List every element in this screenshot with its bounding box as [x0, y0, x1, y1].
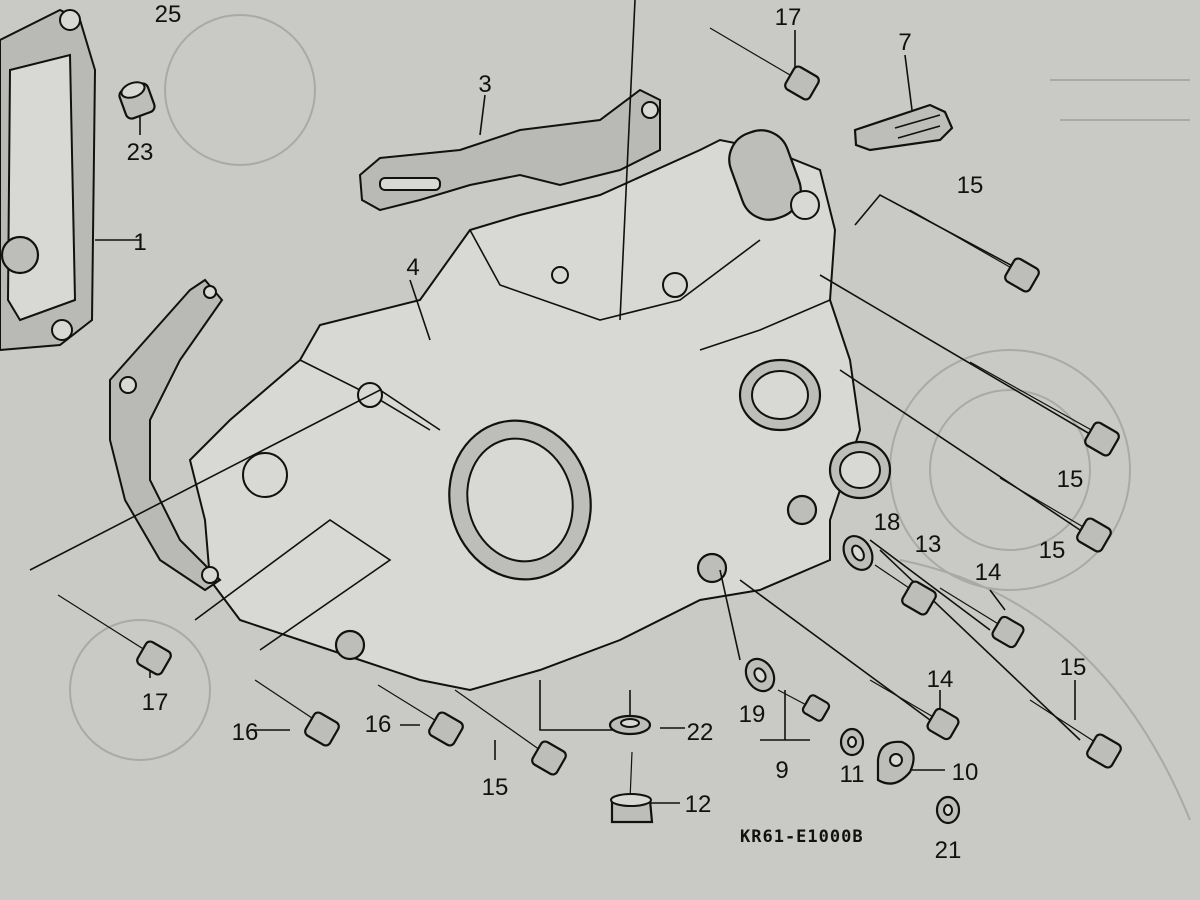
- label-4: 4: [406, 254, 419, 281]
- label-7: 7: [898, 29, 911, 56]
- bolt-13: [874, 564, 937, 616]
- bolt-17-bottom: [57, 594, 172, 676]
- label-17-bottom: 17: [142, 689, 169, 716]
- bolt-16-a: [254, 679, 340, 747]
- label-13: 13: [915, 531, 942, 558]
- washer-19: [744, 657, 776, 693]
- crankcase-4: [188, 129, 892, 692]
- clamp-10: [876, 740, 915, 785]
- crankcase-gasket: [109, 278, 224, 592]
- label-15-e: 15: [482, 774, 509, 801]
- washer-22: [608, 714, 652, 736]
- bolts: [57, 27, 1122, 825]
- bolt-15-d: [1029, 699, 1122, 769]
- label-21: 21: [935, 837, 962, 864]
- bolt-17-top: [709, 27, 820, 101]
- label-15-d: 15: [1060, 654, 1087, 681]
- label-19: 19: [739, 701, 766, 728]
- label-3: 3: [478, 71, 491, 98]
- label-10: 10: [952, 759, 979, 786]
- label-16-b: 16: [365, 711, 392, 738]
- part-labels: 25 23 1 3 4 7 17 15 15 15 15 15 18 13 14…: [127, 1, 1087, 864]
- label-16-a: 16: [232, 719, 259, 746]
- diagram-code: KR61-E1000B: [740, 827, 864, 847]
- bolt-15-e: [454, 689, 567, 776]
- bolt-12: [610, 751, 654, 824]
- nut-21: [935, 795, 961, 825]
- bolt-16-b: [377, 684, 464, 747]
- bolt-14-a: [939, 587, 1025, 649]
- leader-lines: [29, 0, 1101, 804]
- label-15-b: 15: [1057, 466, 1084, 493]
- label-14-a: 14: [975, 559, 1002, 586]
- label-22: 22: [687, 719, 714, 746]
- label-17-top: 17: [775, 4, 802, 31]
- background-ghost-drawings: [69, 14, 1191, 821]
- left-crankcase-cover-gasket: [0, 8, 97, 352]
- gasket-strip-3: [358, 88, 661, 212]
- label-15-c: 15: [1039, 537, 1066, 564]
- bolt-15-a: [909, 209, 1040, 293]
- label-1: 1: [133, 229, 146, 256]
- label-12: 12: [685, 791, 712, 818]
- label-23: 23: [127, 139, 154, 166]
- bolt-15-c: [999, 477, 1112, 553]
- label-18: 18: [874, 509, 901, 536]
- bolt-14-b: [869, 679, 960, 741]
- bolt-15-b: [969, 361, 1120, 457]
- neutral-switch-9: [777, 689, 831, 722]
- label-14-b: 14: [927, 666, 954, 693]
- label-9: 9: [775, 757, 788, 784]
- label-25: 25: [155, 1, 182, 28]
- washer-18: [842, 535, 874, 571]
- dowel-pin-23: [118, 81, 156, 120]
- label-11: 11: [840, 761, 865, 788]
- bracket-7: [853, 103, 954, 152]
- nut-11: [839, 727, 865, 757]
- label-15-a: 15: [957, 172, 984, 199]
